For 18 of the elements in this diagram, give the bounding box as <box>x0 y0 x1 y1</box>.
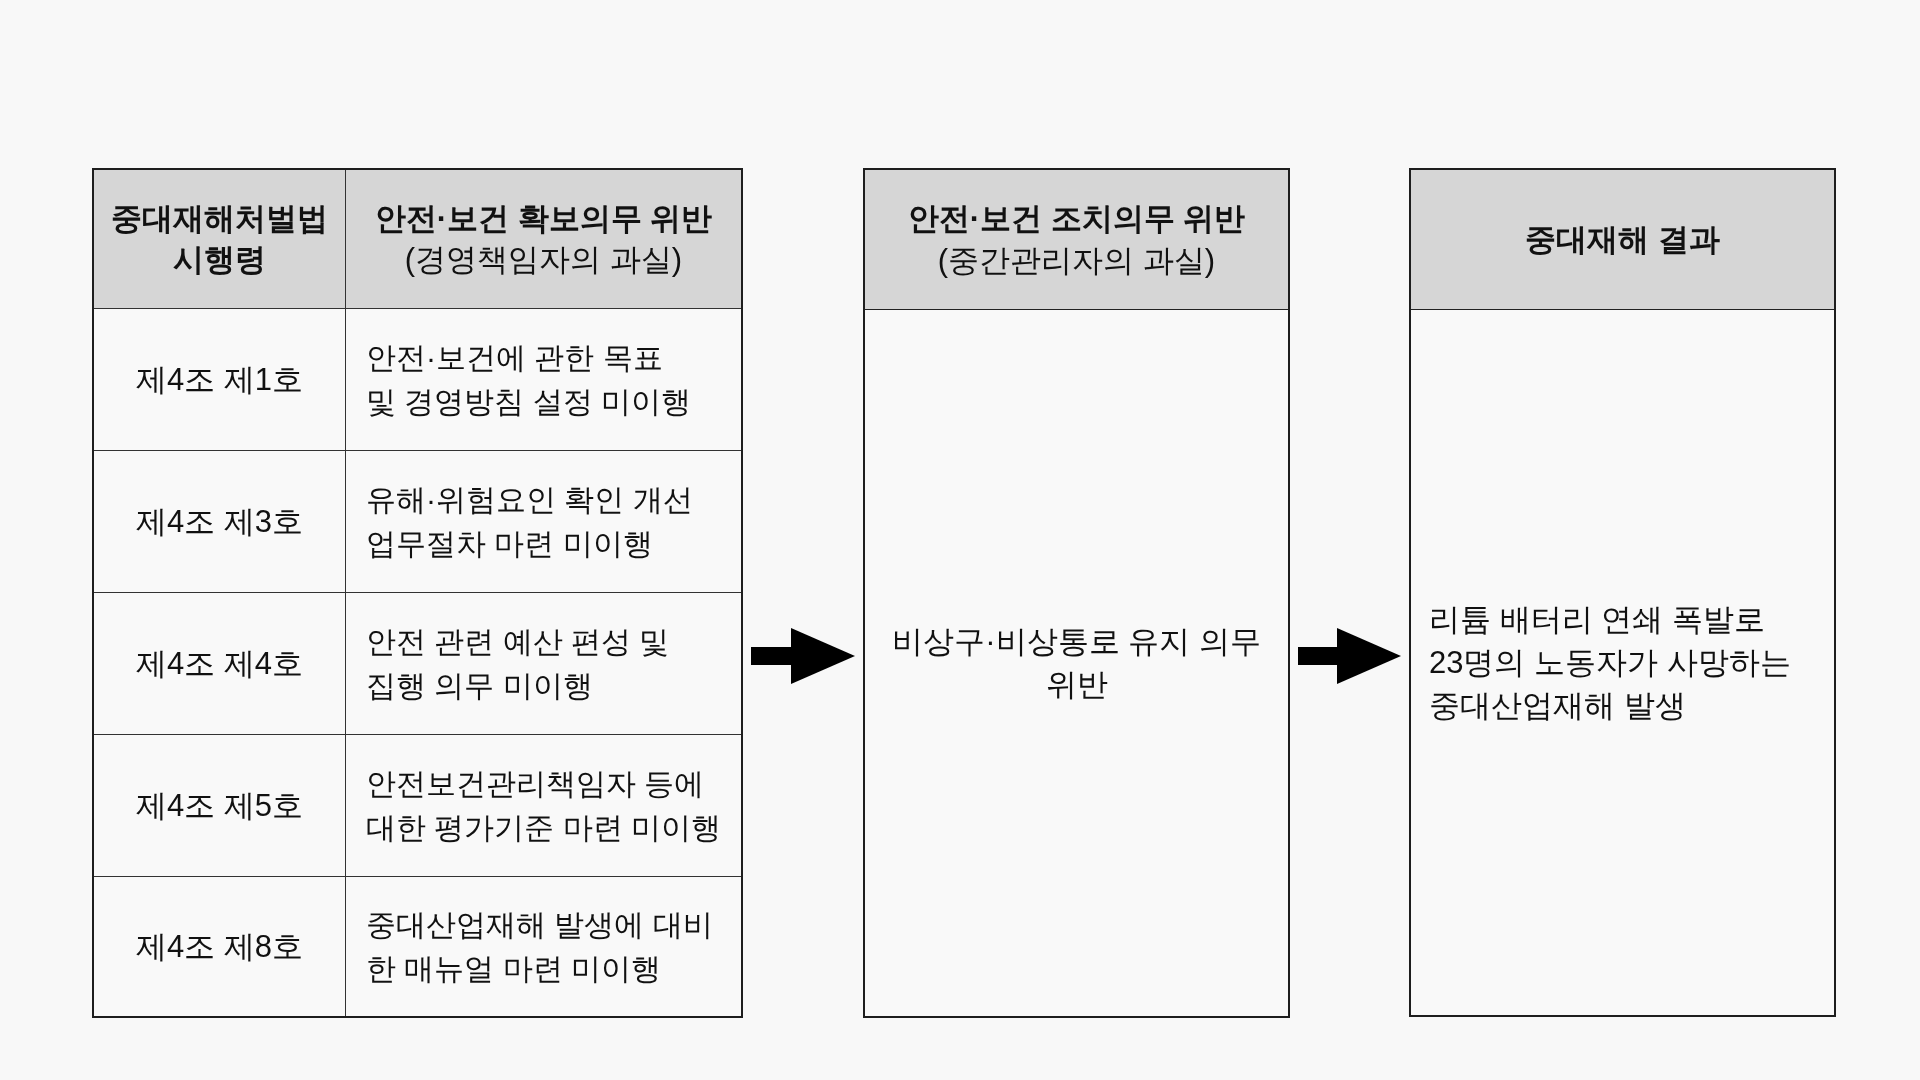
header-title: 안전·보건 확보의무 위반 <box>374 200 713 238</box>
table-cell: 제4조 제3호 <box>94 451 346 593</box>
arrow <box>1298 628 1401 684</box>
table-header-cell: 중대재해처벌법 시행령 <box>94 170 346 309</box>
body-text: 비상구·비상통로 유지 의무 위반 <box>891 623 1262 704</box>
table <box>92 168 743 1018</box>
table-cell: 제4조 제5호 <box>94 735 346 877</box>
header-subtitle: (경영책임자의 과실) <box>404 241 683 279</box>
arrow <box>751 628 855 684</box>
table-cell: 제4조 제1호 <box>94 309 346 451</box>
table-cell: 제4조 제4호 <box>94 593 346 735</box>
process-box <box>1409 168 1836 1017</box>
process-box <box>863 168 1290 1018</box>
table-header-cell <box>346 170 741 309</box>
body-text: 리튬 배터리 연쇄 폭발로 23명의 노동자가 사망하는 중대산업재해 발생 <box>1429 601 1792 725</box>
header-subtitle: (중간관리자의 과실) <box>937 241 1216 280</box>
header-title: 안전·보건 조치의무 위반 <box>907 199 1246 238</box>
box-header: 중대재해 결과 <box>1411 170 1834 310</box>
